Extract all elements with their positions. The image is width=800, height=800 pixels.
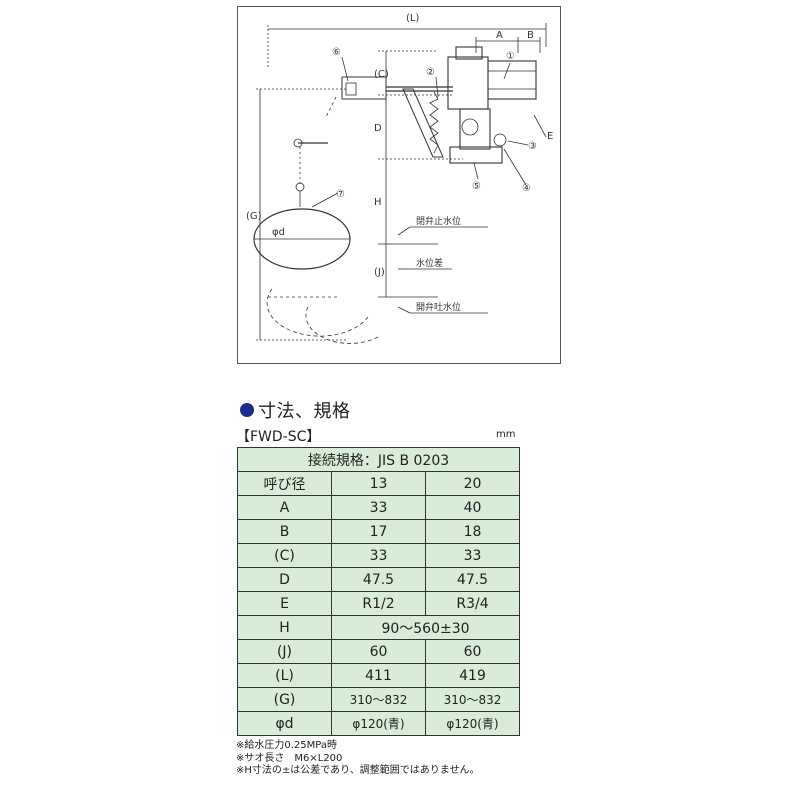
row-label: (L) bbox=[237, 663, 332, 688]
label-open-level: 開弁吐水位 bbox=[416, 301, 461, 313]
dim-L-label: (L) bbox=[406, 13, 419, 24]
row-value-13: 60 bbox=[331, 639, 426, 664]
row-value-13: 13 bbox=[331, 471, 426, 496]
table-row: E R1/2 R3/4 bbox=[237, 591, 520, 616]
table-row: (C) 33 33 bbox=[237, 543, 520, 568]
heading-text: 寸法、規格 bbox=[258, 401, 351, 422]
row-value-13: 17 bbox=[331, 519, 426, 544]
row-value-13: 33 bbox=[331, 543, 426, 568]
dim-J-label: (J) bbox=[374, 267, 385, 278]
dim-B-label: B bbox=[527, 30, 534, 41]
notes: ※給水圧力0.25MPa時 ※サオ長さ M6×L200 ※H寸法の±は公差であり… bbox=[236, 740, 479, 778]
callout-2: ② bbox=[426, 67, 435, 78]
row-label: (G) bbox=[237, 687, 332, 712]
dim-A-label: A bbox=[496, 30, 503, 41]
row-label: (C) bbox=[237, 543, 332, 568]
bullet-icon bbox=[240, 403, 254, 417]
dim-H-label: H bbox=[374, 197, 382, 208]
row-value-20: φ120(青) bbox=[425, 711, 520, 736]
row-value-13: 310～832 bbox=[331, 687, 426, 712]
row-label: A bbox=[237, 495, 332, 520]
technical-drawing-frame: (L) A B (C) D E (G) H (J) φd ⑥ ② ① ③ ④ ⑤… bbox=[237, 6, 561, 364]
dim-D-label: D bbox=[374, 123, 382, 134]
row-value-13: 411 bbox=[331, 663, 426, 688]
spec-table: 接続規格：JIS B 0203 呼び径 13 20 A 33 40 B 17 1… bbox=[237, 447, 520, 736]
dim-C-label: (C) bbox=[374, 69, 389, 80]
table-row: A 33 40 bbox=[237, 495, 520, 520]
table-row: 接続規格：JIS B 0203 bbox=[237, 447, 520, 472]
note-line: ※給水圧力0.25MPa時 bbox=[236, 740, 337, 751]
row-label: (J) bbox=[237, 639, 332, 664]
row-value-13: φ120(青) bbox=[331, 711, 426, 736]
row-value-20: 40 bbox=[425, 495, 520, 520]
table-row: (L) 411 419 bbox=[237, 663, 520, 688]
row-label: 呼び径 bbox=[237, 471, 332, 496]
row-value-20: 20 bbox=[425, 471, 520, 496]
row-label: E bbox=[237, 591, 332, 616]
table-row: B 17 18 bbox=[237, 519, 520, 544]
table-row: H 90～560±30 bbox=[237, 615, 520, 640]
row-label: H bbox=[237, 615, 332, 640]
row-label: φd bbox=[237, 711, 332, 736]
row-value-20: 419 bbox=[425, 663, 520, 688]
callout-3: ③ bbox=[528, 141, 537, 152]
note-line: ※H寸法の±は公差であり、調整範囲ではありません。 bbox=[236, 765, 480, 776]
label-level-diff: 水位差 bbox=[416, 257, 443, 269]
table-header: 接続規格：JIS B 0203 bbox=[237, 447, 520, 472]
label-close-level: 閉弁止水位 bbox=[416, 215, 461, 227]
row-value-13: 33 bbox=[331, 495, 426, 520]
table-row: (J) 60 60 bbox=[237, 639, 520, 664]
row-value-13: R1/2 bbox=[331, 591, 426, 616]
note-line: ※サオ長さ M6×L200 bbox=[236, 752, 343, 764]
row-value-20: 18 bbox=[425, 519, 520, 544]
row-value-13: 47.5 bbox=[331, 567, 426, 592]
callout-1: ① bbox=[506, 51, 515, 62]
table-row: 呼び径 13 20 bbox=[237, 471, 520, 496]
row-label: D bbox=[237, 567, 332, 592]
row-value-20: 47.5 bbox=[425, 567, 520, 592]
table-row: D 47.5 47.5 bbox=[237, 567, 520, 592]
callout-4: ④ bbox=[522, 183, 531, 194]
table-row: φd φ120(青) φ120(青) bbox=[237, 711, 520, 736]
row-value-20: R3/4 bbox=[425, 591, 520, 616]
callout-7: ⑦ bbox=[336, 189, 345, 200]
row-value-merged: 90～560±30 bbox=[331, 615, 520, 640]
dim-E-label: E bbox=[547, 131, 553, 142]
model-label: 【FWD-SC】 bbox=[236, 429, 321, 445]
dim-d-label: φd bbox=[272, 227, 285, 238]
section-heading: 寸法、規格 bbox=[240, 397, 351, 423]
row-value-20: 60 bbox=[425, 639, 520, 664]
callout-5: ⑤ bbox=[472, 181, 481, 192]
valve-technical-drawing: (L) A B (C) D E (G) H (J) φd ⑥ ② ① ③ ④ ⑤… bbox=[246, 13, 553, 344]
dim-G-label: (G) bbox=[246, 211, 262, 222]
row-value-20: 310～832 bbox=[425, 687, 520, 712]
row-value-20: 33 bbox=[425, 543, 520, 568]
table-row: (G) 310～832 310～832 bbox=[237, 687, 520, 712]
unit-label: mm bbox=[496, 429, 516, 440]
row-label: B bbox=[237, 519, 332, 544]
callout-6: ⑥ bbox=[332, 47, 341, 58]
